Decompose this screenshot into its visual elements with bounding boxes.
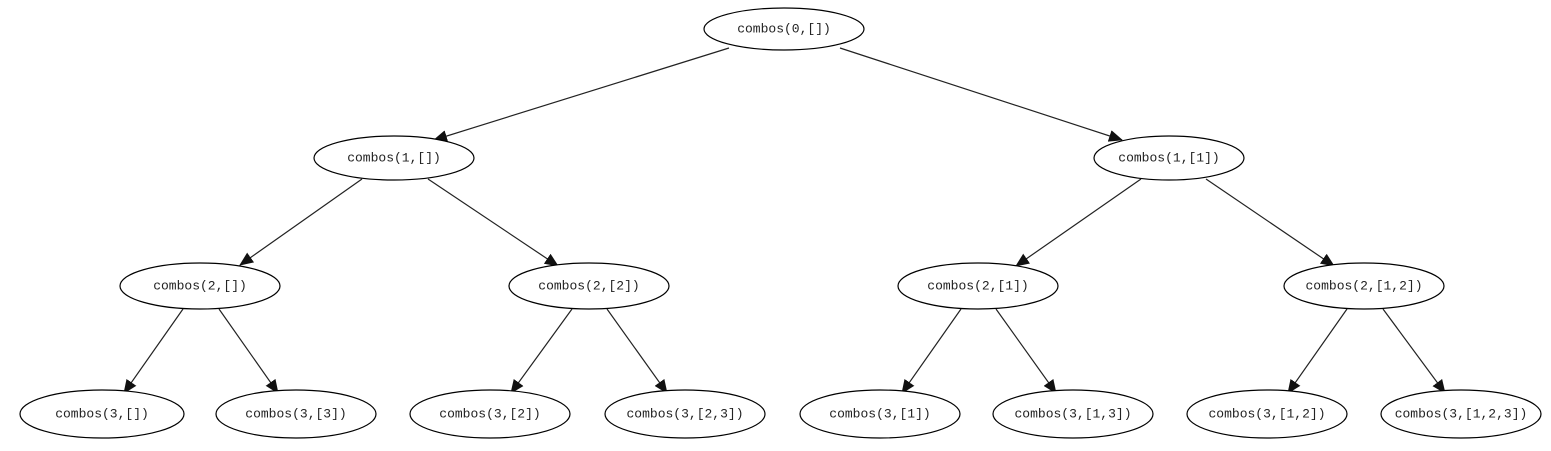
node-label: combos(2,[1])	[927, 279, 1028, 294]
tree-node: combos(3,[3])	[215, 389, 377, 439]
tree-node: combos(3,[1,3])	[992, 389, 1154, 439]
node-label: combos(3,[1,3])	[1014, 407, 1131, 422]
node-ellipse	[119, 262, 281, 310]
edge-n3-to-n8	[218, 308, 279, 394]
node-ellipse	[799, 389, 961, 439]
tree-node: combos(3,[2])	[409, 389, 571, 439]
edge-n2-to-n5	[1015, 178, 1142, 267]
tree-node: combos(1,[1])	[1093, 135, 1245, 181]
node-ellipse	[897, 262, 1059, 310]
edge-n6-to-n13	[1287, 308, 1348, 394]
edge-n6-to-n14	[1382, 308, 1446, 394]
tree-node: combos(0,[])	[703, 7, 865, 51]
node-ellipse	[215, 389, 377, 439]
node-ellipse	[313, 135, 475, 181]
tree-node: combos(1,[])	[313, 135, 475, 181]
tree-node: combos(2,[1,2])	[1283, 262, 1445, 310]
node-ellipse	[604, 389, 766, 439]
node-label: combos(3,[1,2,3])	[1395, 407, 1528, 422]
edge-n4-to-n10	[606, 308, 668, 394]
node-label: combos(2,[])	[153, 279, 247, 294]
tree-node: combos(3,[1])	[799, 389, 961, 439]
node-label: combos(0,[])	[737, 22, 831, 37]
tree-node: combos(2,[])	[119, 262, 281, 310]
tree-node: combos(2,[2])	[508, 262, 670, 310]
edge-n5-to-n12	[995, 308, 1057, 394]
node-ellipse	[992, 389, 1154, 439]
node-ellipse	[703, 7, 865, 51]
node-label: combos(3,[2])	[439, 407, 540, 422]
edge-n1-to-n3	[239, 178, 363, 266]
tree-node: combos(3,[1,2])	[1186, 389, 1348, 439]
edge-n0-to-n1	[433, 47, 730, 142]
node-label: combos(2,[1,2])	[1305, 279, 1422, 294]
edge-n2-to-n6	[1205, 178, 1335, 267]
node-label: combos(3,[1])	[829, 407, 930, 422]
node-label: combos(3,[2,3])	[626, 407, 743, 422]
edge-n1-to-n4	[427, 178, 559, 267]
node-label: combos(1,[])	[347, 151, 441, 166]
node-ellipse	[19, 389, 185, 439]
node-label: combos(1,[1])	[1118, 151, 1219, 166]
node-ellipse	[1093, 135, 1245, 181]
node-ellipse	[1186, 389, 1348, 439]
tree-node: combos(3,[1,2,3])	[1380, 389, 1542, 439]
node-ellipse	[1380, 389, 1542, 439]
node-label: combos(2,[2])	[538, 279, 639, 294]
edges-layer	[123, 47, 1446, 394]
tree-node: combos(3,[])	[19, 389, 185, 439]
node-label: combos(3,[1,2])	[1208, 407, 1325, 422]
node-ellipse	[508, 262, 670, 310]
node-ellipse	[1283, 262, 1445, 310]
edge-n0-to-n2	[839, 47, 1123, 142]
tree-node: combos(2,[1])	[897, 262, 1059, 310]
tree-node: combos(3,[2,3])	[604, 389, 766, 439]
node-ellipse	[409, 389, 571, 439]
node-label: combos(3,[3])	[245, 407, 346, 422]
edge-n4-to-n9	[510, 308, 573, 394]
edge-n3-to-n7	[123, 308, 184, 394]
node-label: combos(3,[])	[55, 407, 149, 422]
nodes-layer: combos(0,[]) combos(1,[]) combos(1,[1]) com…	[19, 7, 1542, 439]
edge-n5-to-n11	[901, 308, 962, 394]
